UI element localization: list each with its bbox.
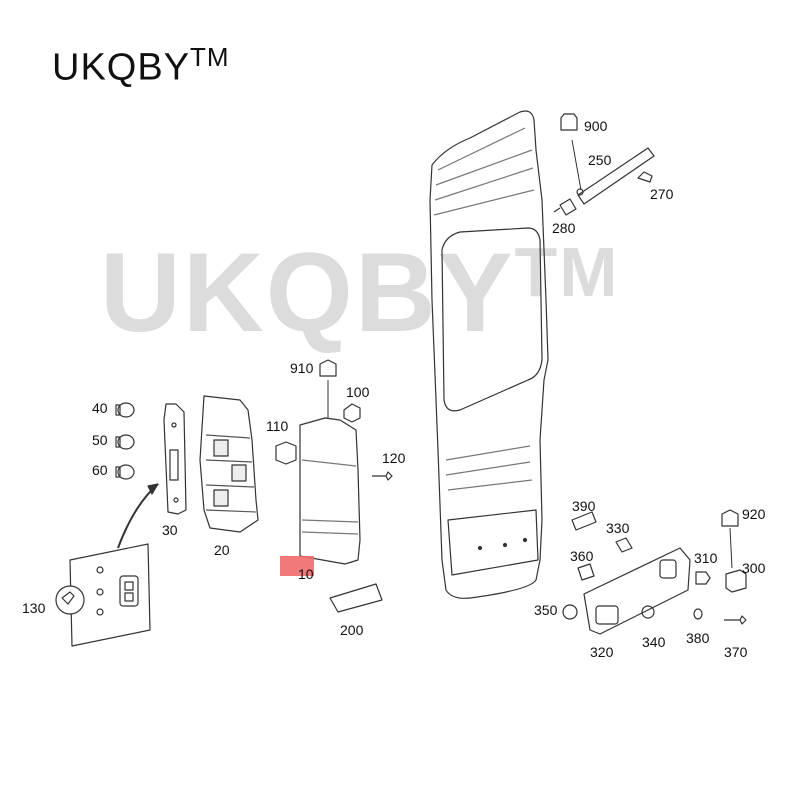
- label-910: 910: [290, 360, 314, 376]
- license-lamp-assembly: [562, 509, 747, 635]
- label-250: 250: [588, 152, 612, 168]
- label-900: 900: [584, 118, 608, 134]
- label-100: 100: [346, 384, 370, 400]
- label-320: 320: [590, 644, 614, 660]
- label-330: 330: [606, 520, 630, 536]
- label-370: 370: [724, 644, 748, 660]
- label-270: 270: [650, 186, 674, 202]
- label-360: 360: [570, 548, 594, 564]
- lamp-housing: [199, 395, 259, 533]
- label-350: 350: [534, 602, 558, 618]
- label-50: 50: [92, 432, 108, 448]
- label-200: 200: [340, 622, 364, 638]
- label-340: 340: [642, 634, 666, 650]
- highlight-marker: [280, 556, 314, 576]
- screw-kit: [55, 543, 151, 647]
- label-10: 10: [298, 566, 314, 582]
- label-40: 40: [92, 400, 108, 416]
- label-30: 30: [162, 522, 178, 538]
- label-20: 20: [214, 542, 230, 558]
- label-390: 390: [572, 498, 596, 514]
- label-110: 110: [266, 418, 289, 434]
- label-60: 60: [92, 462, 108, 478]
- label-380: 380: [686, 630, 710, 646]
- label-130: 130: [22, 600, 46, 616]
- bulb-holder: [163, 403, 187, 515]
- label-300: 300: [742, 560, 766, 576]
- label-280: 280: [552, 220, 576, 236]
- brand-logo: UKQBYTM: [52, 42, 230, 90]
- brand-name: UKQBY: [52, 46, 191, 89]
- bulbs: [115, 402, 135, 480]
- tail-lamp: [299, 359, 361, 565]
- label-120: 120: [382, 450, 406, 466]
- rear-door: [429, 110, 549, 599]
- door-strut: [553, 113, 655, 216]
- label-310: 310: [694, 550, 718, 566]
- watermark-tm: TM: [514, 233, 620, 311]
- brand-tm: TM: [190, 42, 230, 72]
- label-920: 920: [742, 506, 766, 522]
